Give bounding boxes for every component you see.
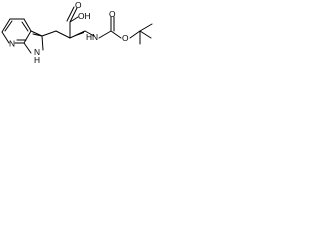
ring-nh-label: N: [34, 47, 40, 57]
ring-nh-hydrogen-label: H: [34, 55, 40, 65]
boc-ester-o-label: O: [122, 33, 129, 43]
wedge-bond: [70, 31, 84, 38]
molecule-drawing: N N H OH O HN O O: [1, 0, 153, 65]
carboxyl-oh-label: OH: [78, 11, 91, 21]
carboxyl-o-label: O: [75, 0, 82, 10]
boc-carbonyl-o-label: O: [109, 9, 116, 19]
chemical-structure: N N H OH O HN O O: [0, 0, 166, 95]
amide-nh-label: HN: [86, 32, 98, 42]
ring-nitrogen-label: N: [9, 39, 15, 49]
bond-lines: [1, 6, 153, 54]
